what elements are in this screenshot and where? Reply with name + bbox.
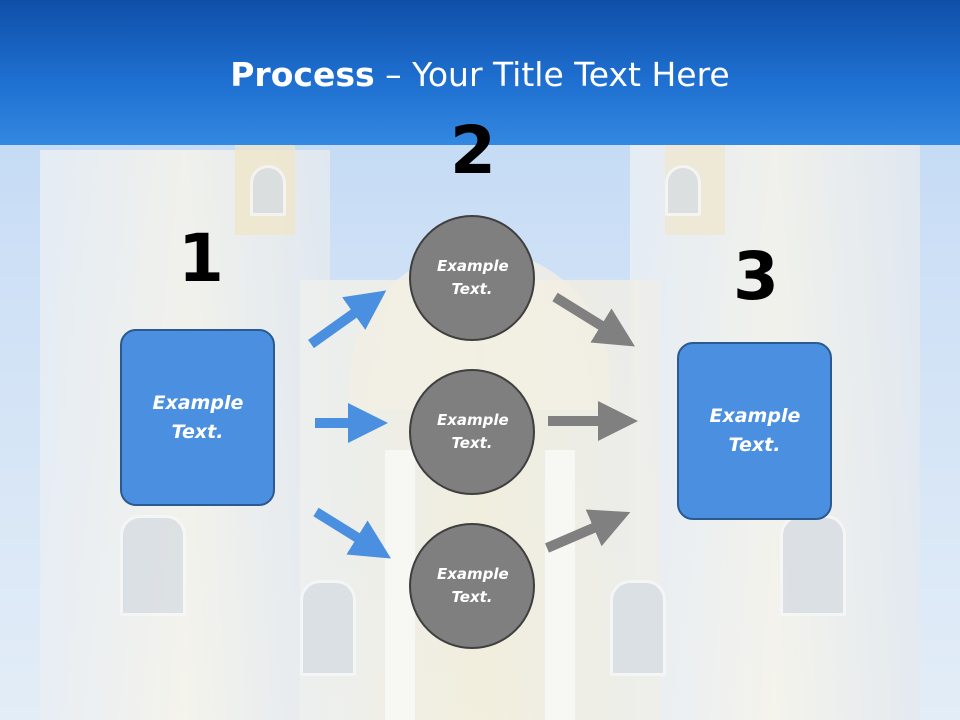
circle-top-text: Example Text. — [437, 257, 509, 298]
step-number-1: 1 — [178, 220, 224, 297]
step-number-3: 3 — [733, 238, 779, 315]
title-rest: – Your Title Text Here — [374, 55, 730, 94]
header-bar — [0, 0, 960, 145]
background-window — [120, 515, 186, 616]
arrow-bottom-to-right — [545, 509, 631, 553]
circle-top: Example Text. — [409, 215, 535, 341]
left-box-text: Example Text. — [152, 391, 244, 443]
background-column — [545, 450, 575, 720]
arrow-left-to-bottom — [313, 507, 391, 559]
left-box: Example Text. — [120, 329, 275, 506]
step-number-2: 2 — [450, 112, 496, 189]
arrow-top-to-right — [552, 292, 636, 347]
circle-middle-text: Example Text. — [437, 411, 509, 452]
background-window — [780, 515, 846, 616]
right-box: Example Text. — [677, 342, 832, 520]
title-bold: Process — [230, 55, 375, 94]
circle-bottom: Example Text. — [409, 523, 535, 649]
arrow-left-to-top — [308, 290, 387, 349]
background-window — [665, 165, 701, 216]
circle-bottom-text: Example Text. — [437, 565, 509, 606]
background-window — [610, 580, 666, 676]
right-box-text: Example Text. — [709, 405, 801, 456]
background-window — [300, 580, 356, 676]
background-window — [250, 165, 286, 216]
slide-title: Process – Your Title Text Here — [0, 55, 960, 94]
circle-middle: Example Text. — [409, 369, 535, 495]
